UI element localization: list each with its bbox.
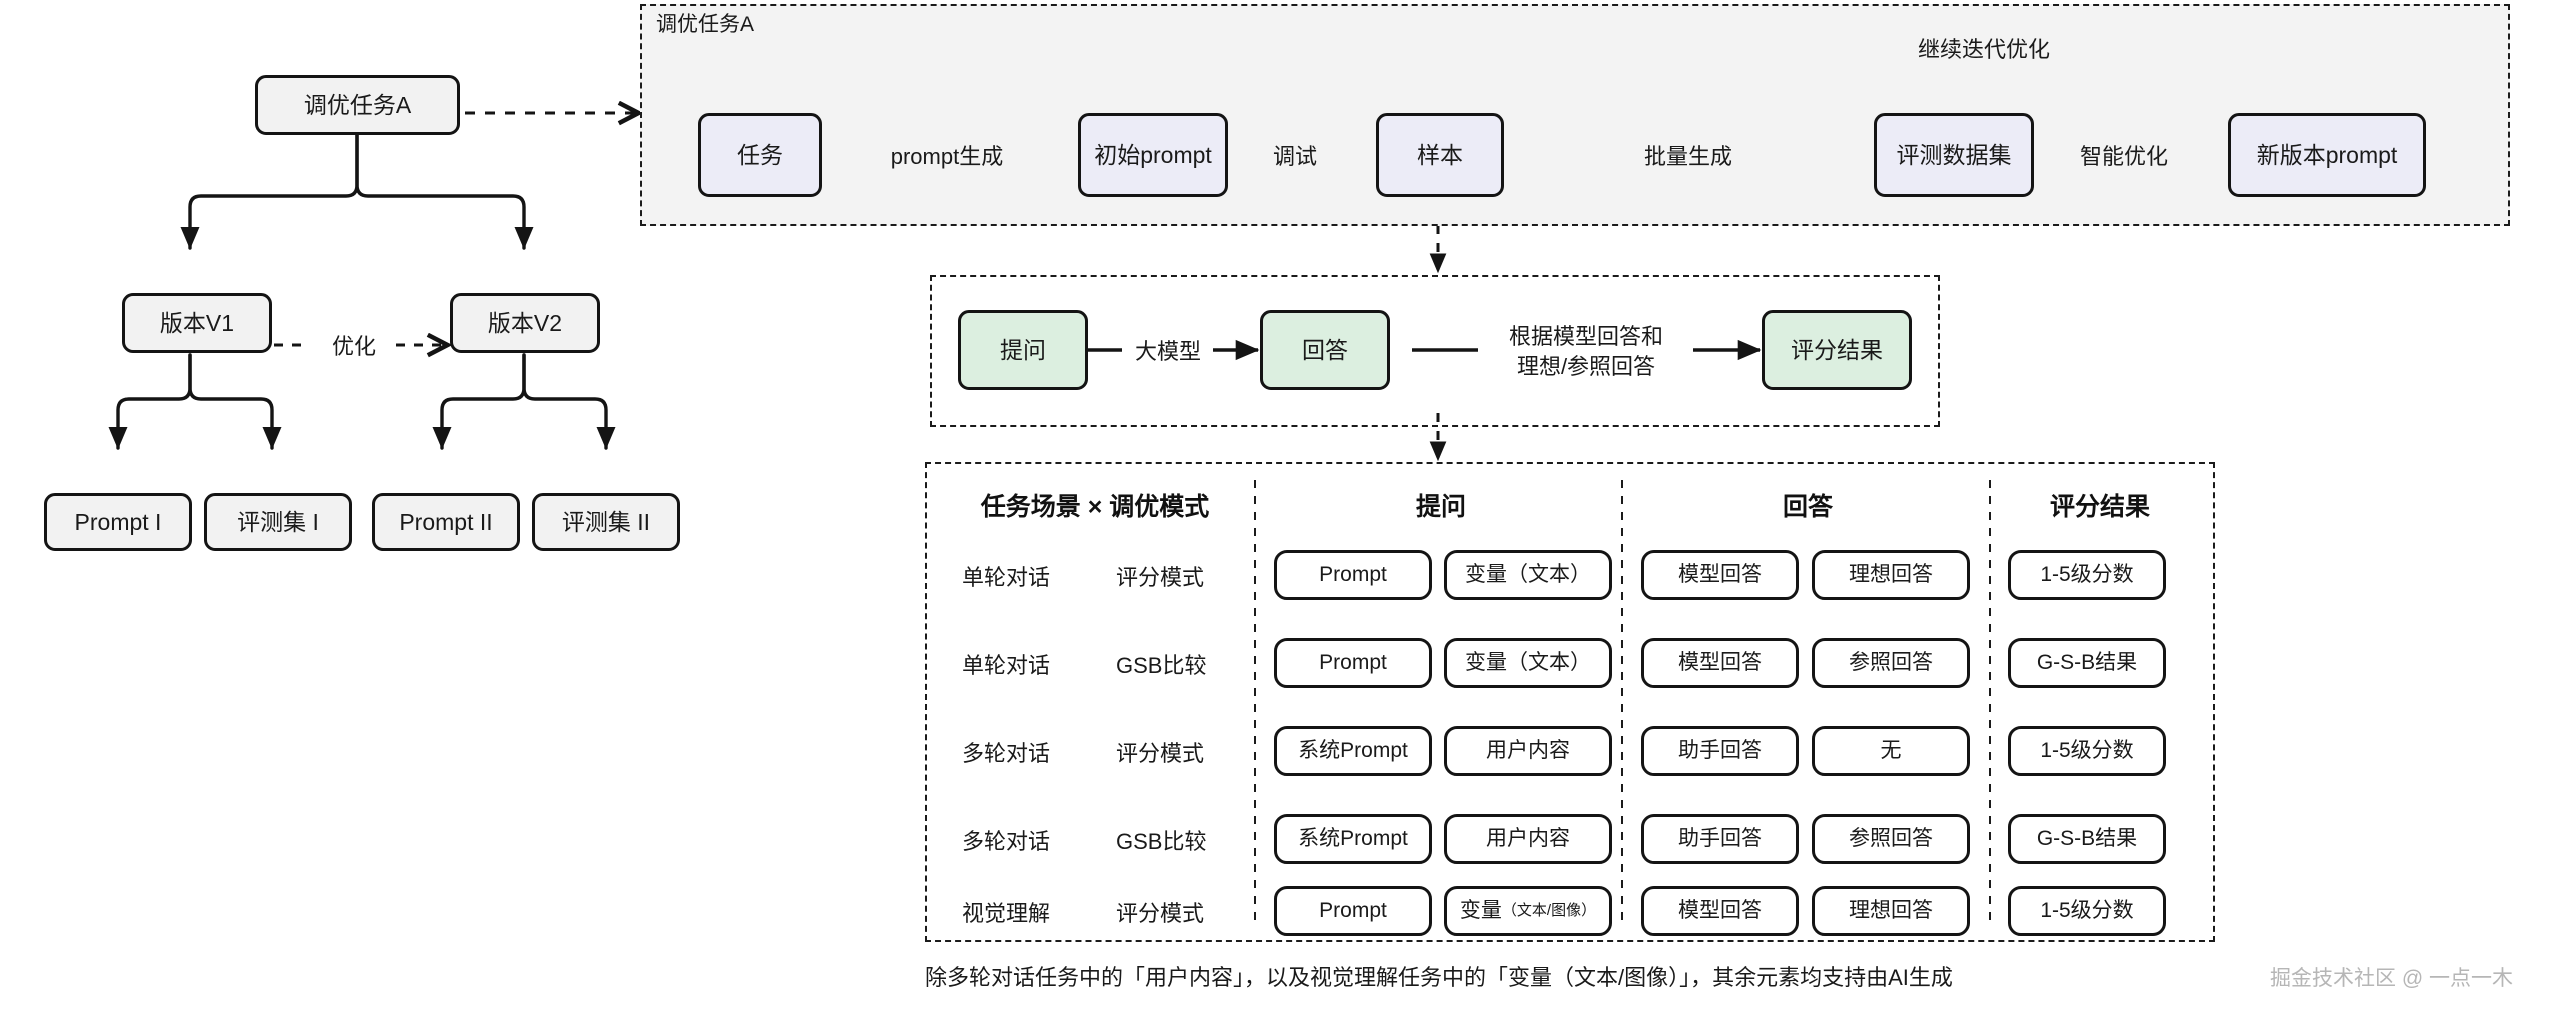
mid-flow-panel: [930, 275, 1940, 427]
table-row-scenario: 视觉理解: [962, 901, 1051, 926]
leaf-prompt-2-label: Prompt II: [399, 508, 493, 535]
table-panel: [925, 462, 2215, 942]
table-cell-ask-b[interactable]: 变量（文本/图像）: [1444, 886, 1612, 936]
table-row-scenario: 单轮对话: [962, 653, 1051, 678]
table-cell-score[interactable]: 1-5级分数: [2008, 726, 2166, 776]
table-cell-ask-a[interactable]: 系统Prompt: [1274, 814, 1432, 864]
table-header-question: 提问: [1415, 493, 1466, 521]
left-tree-version-v2[interactable]: 版本V2: [450, 293, 600, 353]
mid-edge-label-basis-line1: 根据模型回答和: [1508, 324, 1663, 349]
table-row-mode: 评分模式: [1116, 901, 1205, 926]
flow-edge-label-smart-optimize: 智能优化: [2079, 144, 2168, 169]
table-cell-ask-a[interactable]: Prompt: [1274, 886, 1432, 936]
version-v1-label: 版本V1: [159, 309, 235, 336]
flow-node-eval-dataset-label: 评测数据集: [1896, 141, 2012, 168]
flow-node-task[interactable]: 任务: [698, 113, 822, 197]
table-cell-answer-b[interactable]: 参照回答: [1812, 638, 1970, 688]
top-flow-panel: [640, 4, 2510, 226]
flow-node-new-version-prompt-label: 新版本prompt: [2256, 141, 2398, 168]
leaf-evalset-1[interactable]: 评测集 I: [204, 493, 352, 551]
table-cell-ask-b-sub: （文本/图像）: [1501, 902, 1597, 920]
table-cell-answer-a[interactable]: 模型回答: [1641, 886, 1799, 936]
table-cell-score[interactable]: 1-5级分数: [2008, 550, 2166, 600]
table-cell-ask-b[interactable]: 用户内容: [1444, 726, 1612, 776]
mid-node-answer-label: 回答: [1302, 336, 1348, 363]
table-cell-ask-a[interactable]: Prompt: [1274, 550, 1432, 600]
mid-edge-label-llm: 大模型: [1134, 339, 1201, 364]
flow-node-eval-dataset[interactable]: 评测数据集: [1874, 113, 2034, 197]
flow-feedback-label: 继续迭代优化: [1917, 37, 2050, 62]
mid-node-score-result[interactable]: 评分结果: [1762, 310, 1912, 390]
table-cell-ask-b[interactable]: 变量（文本）: [1444, 638, 1612, 688]
table-cell-answer-b[interactable]: 无: [1812, 726, 1970, 776]
mid-node-question[interactable]: 提问: [958, 310, 1088, 390]
table-cell-score[interactable]: G-S-B结果: [2008, 638, 2166, 688]
table-cell-answer-b[interactable]: 参照回答: [1812, 814, 1970, 864]
flow-edge-label-prompt-generate: prompt生成: [890, 144, 1004, 169]
flow-node-new-version-prompt[interactable]: 新版本prompt: [2228, 113, 2426, 197]
table-row-mode: 评分模式: [1116, 565, 1205, 590]
mid-node-score-result-label: 评分结果: [1791, 336, 1883, 363]
table-cell-score[interactable]: 1-5级分数: [2008, 886, 2166, 936]
leaf-evalset-2[interactable]: 评测集 II: [532, 493, 680, 551]
table-cell-answer-a[interactable]: 模型回答: [1641, 638, 1799, 688]
table-header-scenario-mode: 任务场景 × 调优模式: [980, 493, 1210, 521]
table-row-mode: GSB比较: [1116, 653, 1207, 678]
table-cell-ask-a[interactable]: Prompt: [1274, 638, 1432, 688]
table-header-answer: 回答: [1782, 493, 1833, 521]
table-header-score: 评分结果: [2049, 493, 2150, 521]
left-tree-edges: [108, 133, 616, 450]
flow-node-sample[interactable]: 样本: [1376, 113, 1504, 197]
leaf-evalset-1-label: 评测集 I: [237, 508, 319, 535]
leaf-evalset-2-label: 评测集 II: [561, 508, 651, 535]
top-flow-panel-label: 调优任务A: [656, 13, 755, 36]
leaf-prompt-2[interactable]: Prompt II: [372, 493, 520, 551]
table-row-scenario: 多轮对话: [962, 829, 1051, 854]
mid-edge-label-basis-line2: 理想/参照回答: [1516, 353, 1656, 379]
left-tree-root-label: 调优任务A: [303, 91, 412, 118]
flow-node-sample-label: 样本: [1417, 141, 1463, 168]
table-cell-answer-a[interactable]: 助手回答: [1641, 814, 1799, 864]
flow-node-task-label: 任务: [737, 141, 783, 168]
mid-node-answer[interactable]: 回答: [1260, 310, 1390, 390]
table-cell-answer-a[interactable]: 助手回答: [1641, 726, 1799, 776]
table-cell-ask-a[interactable]: 系统Prompt: [1274, 726, 1432, 776]
optimize-edge-label: 优化: [331, 334, 376, 359]
watermark: 掘金技术社区 @ 一点一木: [2270, 967, 2513, 990]
left-tree-root[interactable]: 调优任务A: [255, 75, 460, 135]
flow-edge-label-debug: 调试: [1272, 144, 1317, 169]
table-row-mode: GSB比较: [1116, 829, 1207, 854]
mid-edge-label-basis: 根据模型回答和 理想/参照回答: [1478, 322, 1694, 381]
mid-node-question-label: 提问: [1000, 336, 1046, 363]
table-cell-answer-b[interactable]: 理想回答: [1812, 886, 1970, 936]
table-cell-score[interactable]: G-S-B结果: [2008, 814, 2166, 864]
table-row-mode: 评分模式: [1116, 741, 1205, 766]
leaf-prompt-1-label: Prompt I: [74, 508, 162, 535]
table-cell-ask-b[interactable]: 变量（文本）: [1444, 550, 1612, 600]
table-cell-answer-a[interactable]: 模型回答: [1641, 550, 1799, 600]
flow-node-initial-prompt[interactable]: 初始prompt: [1078, 113, 1228, 197]
left-tree-version-v1[interactable]: 版本V1: [122, 293, 272, 353]
table-row-scenario: 单轮对话: [962, 565, 1051, 590]
leaf-prompt-1[interactable]: Prompt I: [44, 493, 192, 551]
table-caption: 除多轮对话任务中的「用户内容」，以及视觉理解任务中的「变量（文本/图像）」，其余…: [925, 965, 1953, 990]
flow-edge-label-batch-generate: 批量生成: [1643, 144, 1732, 169]
flow-node-initial-prompt-label: 初始prompt: [1094, 141, 1212, 168]
table-cell-answer-b[interactable]: 理想回答: [1812, 550, 1970, 600]
table-row-scenario: 多轮对话: [962, 741, 1051, 766]
version-v2-label: 版本V2: [487, 309, 563, 336]
table-cell-ask-b[interactable]: 用户内容: [1444, 814, 1612, 864]
